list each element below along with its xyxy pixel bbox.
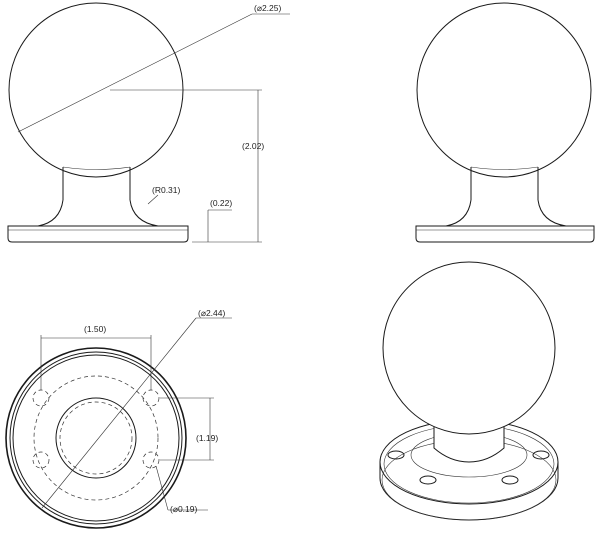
hidden-neck-circle	[59, 401, 133, 475]
neck-top-edge	[470, 166, 539, 170]
fillet-right	[537, 199, 567, 227]
ball-outline	[382, 261, 556, 435]
hole-spacing-x-label: (1.50)	[84, 324, 106, 334]
ball-diameter-label: (⌀2.25)	[254, 3, 281, 13]
height-label: (2.02)	[242, 141, 264, 151]
mount-hole-bottom-right	[142, 451, 160, 469]
iso-hole-right	[532, 450, 550, 460]
hole-diameter-leader	[155, 465, 169, 511]
base-face-edge	[12, 354, 180, 522]
front-view-plain	[415, 2, 595, 243]
mount-hole-bottom-left	[32, 451, 50, 469]
neck-top-edge	[62, 166, 131, 170]
iso-hole-left	[387, 450, 405, 460]
base-diameter-label: (⌀2.44)	[198, 308, 225, 318]
iso-hole-front-right	[501, 475, 519, 485]
neck-circle	[55, 397, 137, 479]
neck-outline	[62, 167, 131, 200]
ball-outline	[416, 2, 592, 178]
fillet-left	[445, 199, 472, 227]
base-side	[379, 462, 559, 521]
ball-diameter-leader	[17, 13, 253, 133]
base-inner-edge	[9, 351, 183, 525]
bottom-view-dimensioned: (1.50) (⌀2.44) (1.19) (⌀0.19)	[5, 308, 232, 529]
hidden-fillet-circle	[33, 375, 159, 501]
fillet-right	[129, 199, 159, 227]
fillet-left	[37, 199, 64, 227]
base-thickness-label: (0.22)	[210, 198, 232, 208]
base-outer-edge	[5, 347, 187, 529]
hole-spacing-y-label: (1.19)	[196, 433, 218, 443]
iso-hole-front-left	[419, 475, 437, 485]
mount-hole-top-right	[142, 389, 160, 407]
base-plate	[7, 225, 189, 243]
base-diameter-leader	[41, 317, 197, 509]
isometric-view	[379, 261, 559, 521]
fillet-leader	[147, 194, 159, 205]
neck-outline	[470, 167, 539, 200]
fillet-radius-label: (R0.31)	[152, 185, 181, 195]
base-plate	[415, 225, 595, 243]
mount-hole-top-left	[32, 389, 50, 407]
front-view-dimensioned: (⌀2.25) (2.02) (R0.31) (0.22)	[7, 2, 290, 243]
hole-diameter-label: (⌀0.19)	[170, 504, 197, 514]
